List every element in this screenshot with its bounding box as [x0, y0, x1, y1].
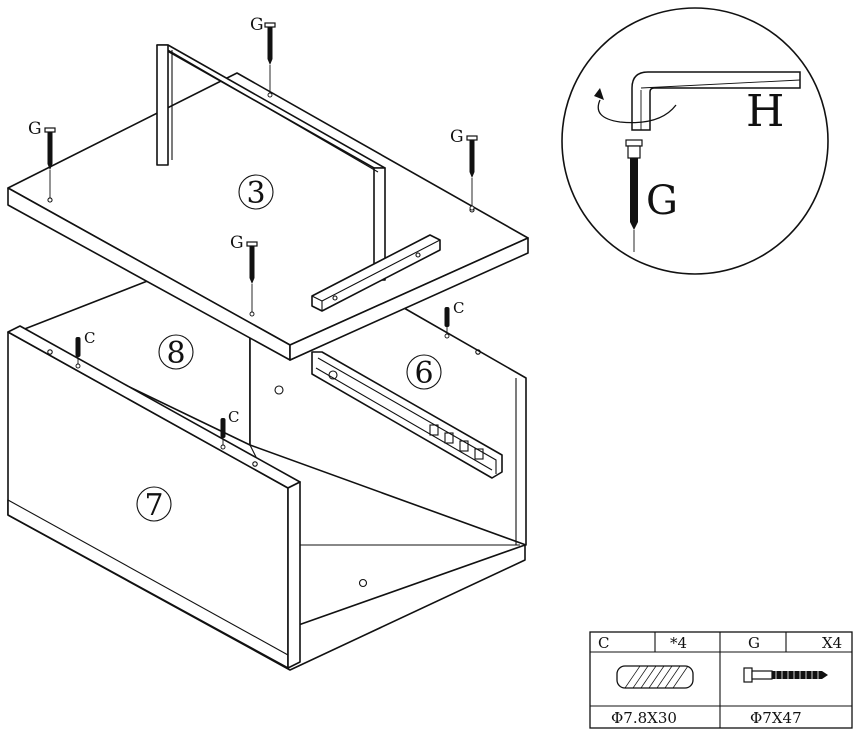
svg-text:8: 8: [166, 336, 185, 371]
rotation-arrow-icon: [594, 88, 677, 124]
screw-g-right: [466, 135, 478, 211]
screw-icon: [743, 667, 828, 683]
table-screw-size: Φ7X47: [750, 709, 802, 727]
detail-screw-icon: [625, 139, 643, 252]
dowel-icon: [616, 665, 694, 689]
table-dowel-code: C: [598, 634, 609, 652]
part-number-6: 6: [406, 354, 442, 391]
top-panel-3: [7, 44, 529, 361]
table-screw-code: G: [748, 634, 760, 652]
handle-bar: [156, 44, 386, 281]
detail-screw-label: G: [646, 178, 678, 224]
table-dowel-size: Φ7.8X30: [611, 709, 677, 727]
hex-key-icon: [631, 71, 801, 131]
hex-key-label: H: [746, 86, 784, 137]
table-screw-qty: X4: [822, 634, 842, 652]
hardware-table: C *4 G X4 Φ7.8X30: [589, 631, 853, 729]
angle-bracket: [311, 234, 441, 312]
part-number-8: 8: [158, 334, 194, 371]
screw-label: G: [250, 15, 264, 35]
dowel-label: C: [84, 329, 95, 347]
dowel-label: C: [453, 299, 464, 317]
detail-view: H G: [561, 7, 829, 275]
screw-label: G: [450, 127, 464, 147]
part-number-3: 3: [238, 174, 274, 211]
screw-g-top: [264, 22, 276, 98]
carcass: [7, 279, 527, 671]
drawer-runner: [311, 351, 503, 479]
screw-label: G: [230, 233, 244, 253]
svg-text:6: 6: [414, 356, 433, 391]
part-number-7: 7: [136, 486, 172, 523]
screw-label: G: [28, 119, 42, 139]
svg-text:7: 7: [144, 488, 163, 523]
table-dowel-qty: *4: [670, 634, 687, 652]
dowel-label: C: [228, 408, 239, 426]
svg-text:3: 3: [246, 176, 265, 211]
